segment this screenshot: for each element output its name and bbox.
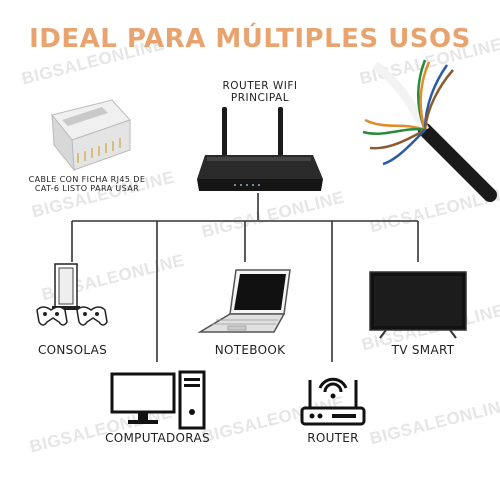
rj45-plug-icon [51,99,131,172]
notebook-label: NOTEBOOK [214,343,286,357]
router-label: ROUTER [307,431,359,445]
computadoras-label: COMPUTADORAS [105,431,210,445]
desktop-computer-icon [110,370,206,430]
page-title: IDEAL PARA MÚLTIPLES USOS [29,24,471,54]
network-cable-icon [362,59,497,202]
notebook-icon [197,269,291,333]
main-router-label-line1: ROUTER WIFI [222,80,298,92]
main-router-label-line2: PRINCIPAL [230,92,290,104]
cable-plug-label-line2: CAT-6 LISTO PARA USAR [34,184,140,193]
game-console-icon [36,263,108,326]
tv-smart-label: TV SMART [391,343,455,357]
cable-plug-label: CABLE CON FICHA RJ45 DE CAT-6 LISTO PARA… [22,175,152,193]
main-router-label: ROUTER WIFI PRINCIPAL [205,80,315,104]
tv-icon [369,271,467,339]
cable-plug-label-line1: CABLE CON FICHA RJ45 DE [28,175,146,184]
router-icon [300,377,366,426]
wifi-router-icon [197,107,323,191]
consolas-label: CONSOLAS [37,343,108,357]
